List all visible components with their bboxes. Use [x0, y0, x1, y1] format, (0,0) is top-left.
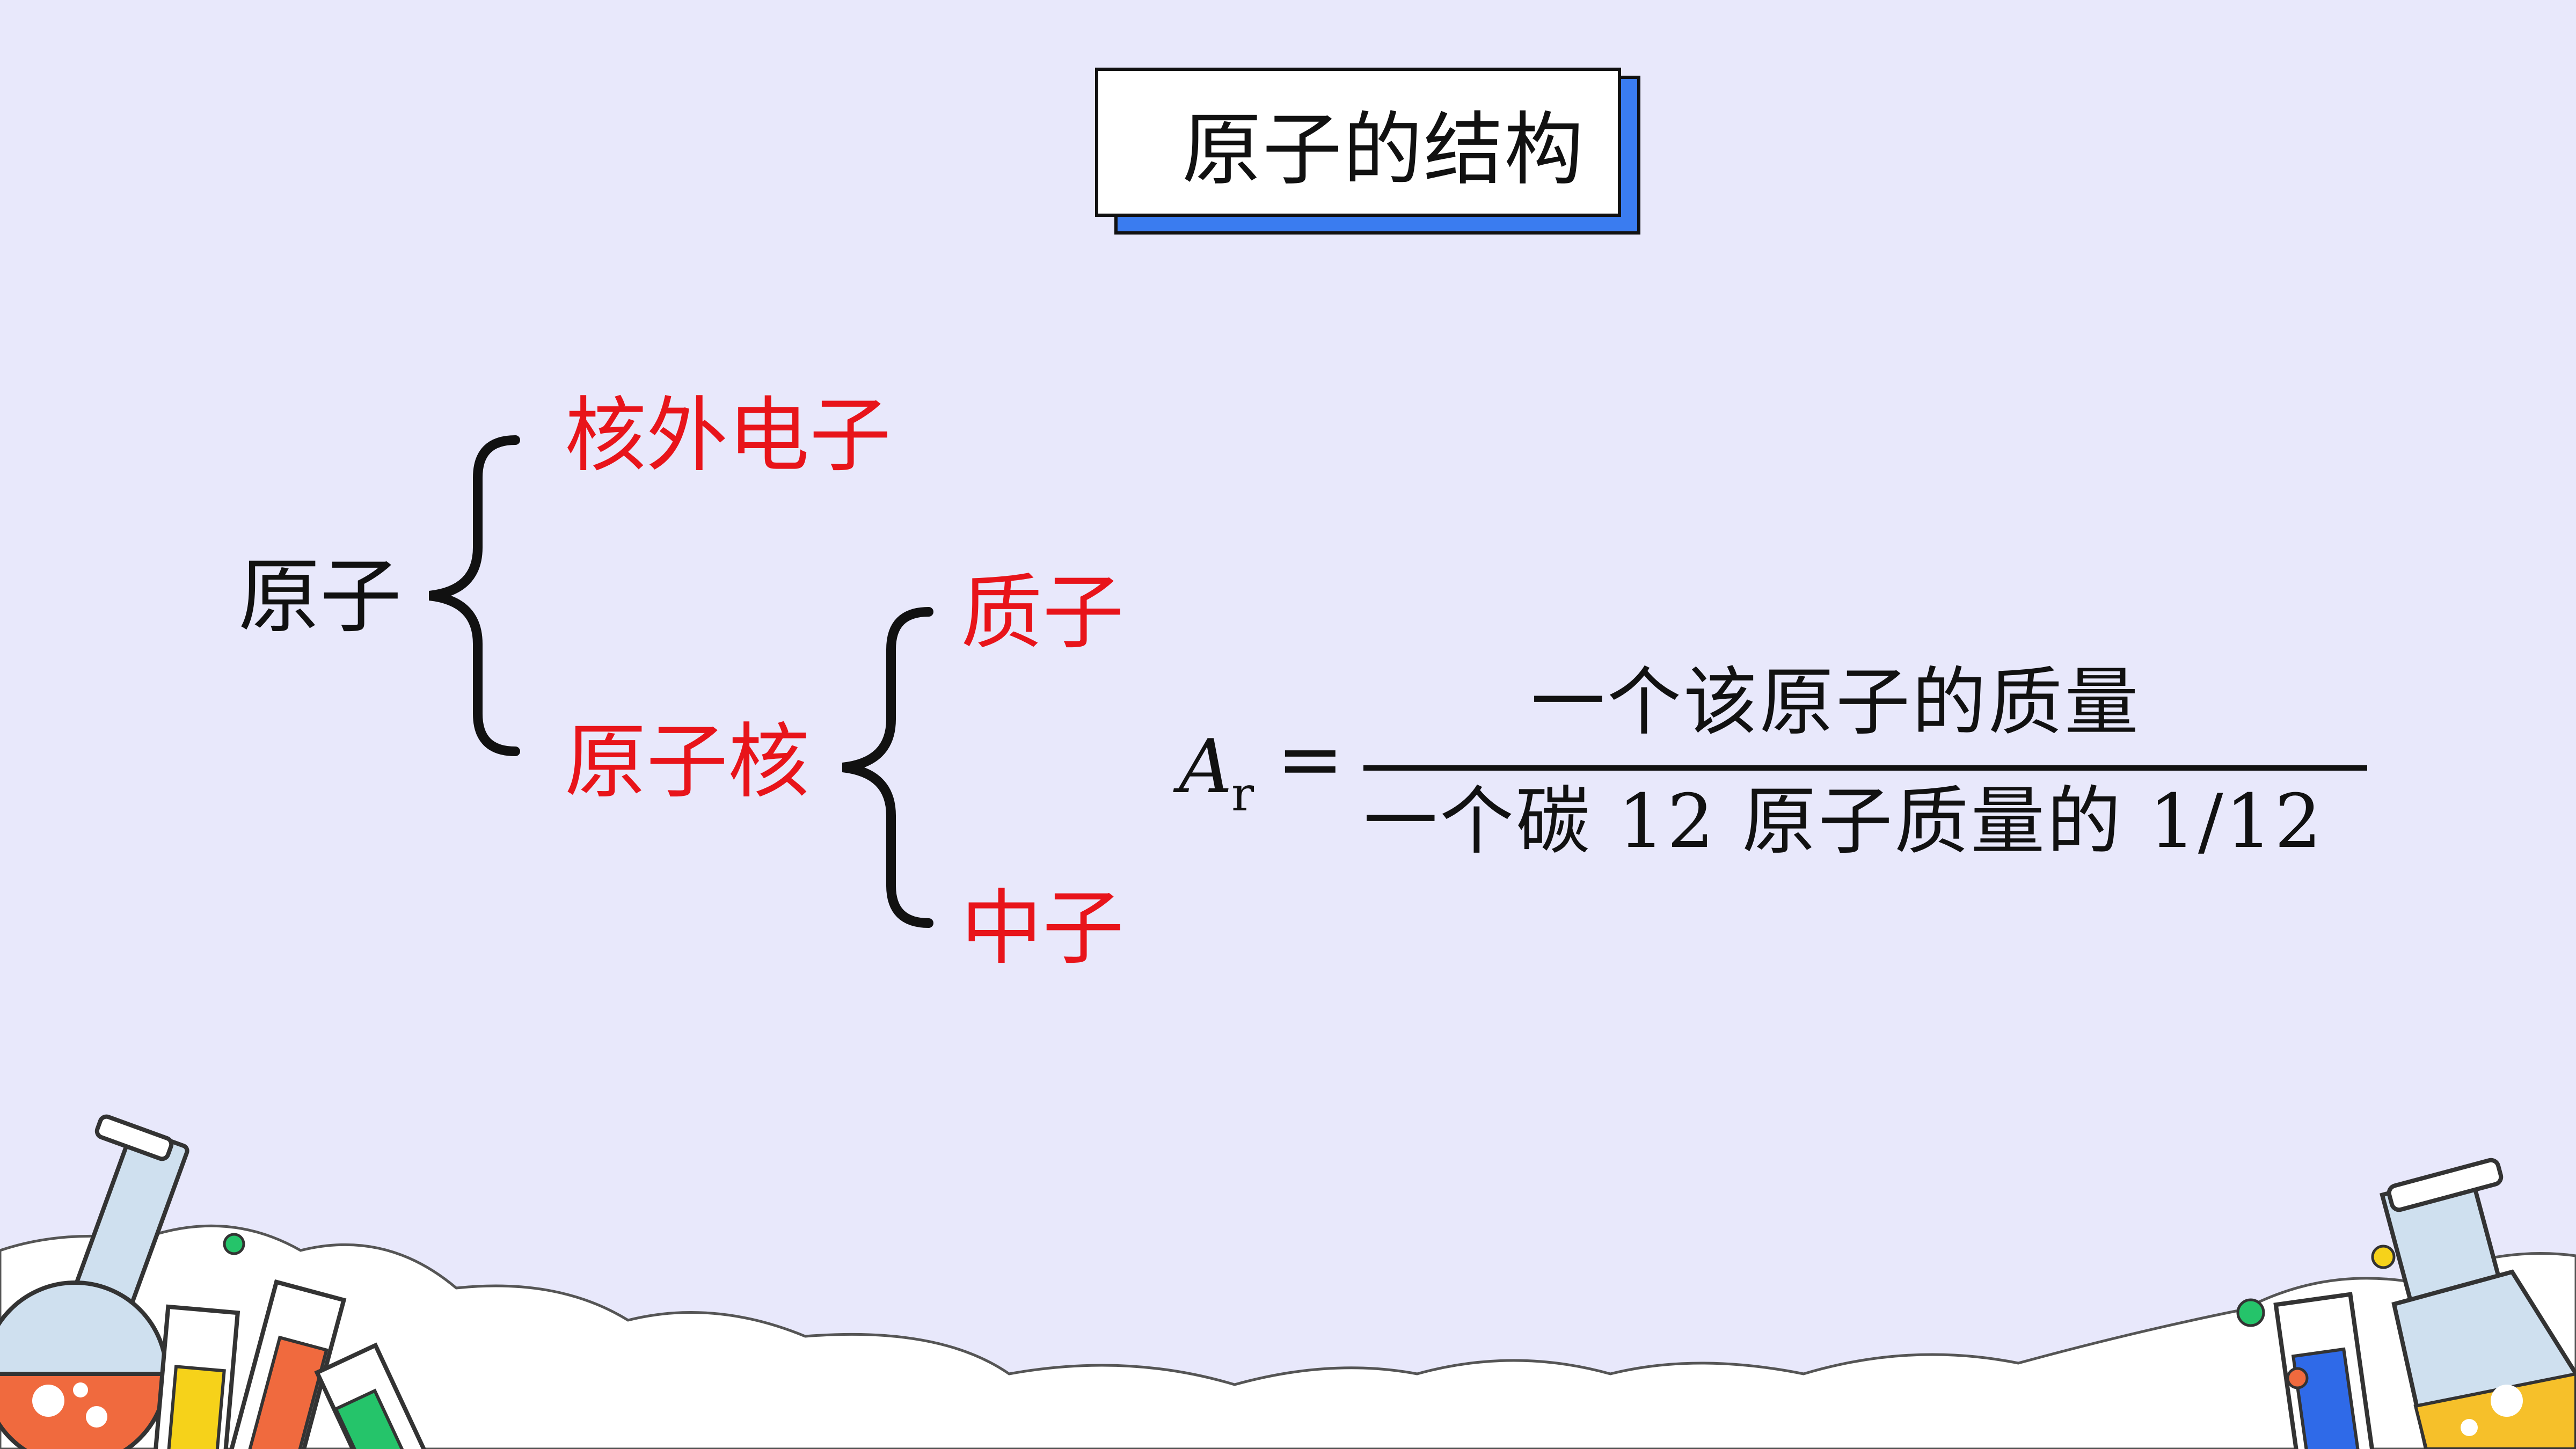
formula-denominator: 一个碳 12 原子质量的 1/12 — [1363, 778, 2324, 865]
formula-numerator: 一个该原子的质量 — [1531, 659, 2141, 745]
beaker-icon — [2380, 1158, 2576, 1449]
nucleus-brace-icon — [842, 607, 933, 928]
atom-brace-icon — [428, 435, 520, 756]
formula-equals: = — [1276, 713, 1344, 806]
formula-symbol: A — [1179, 723, 1232, 810]
bubble-icon — [2236, 1298, 2265, 1327]
formula-subscript: r — [1231, 766, 1254, 822]
neutron-label: 中子 — [961, 881, 1124, 976]
electrons-label: 核外电子 — [565, 388, 891, 483]
cloud-ground — [0, 1224, 2576, 1449]
test-tube-icon — [151, 1279, 437, 1449]
flask-icon — [0, 1114, 189, 1449]
atom-label: 原子 — [238, 549, 402, 644]
fraction-bar — [1363, 765, 2367, 771]
proton-label: 质子 — [961, 565, 1124, 660]
bubble-icon — [2286, 1367, 2309, 1389]
bubble-icon — [2371, 1245, 2396, 1269]
title-box: 原子的结构 — [1095, 68, 1621, 217]
nucleus-label: 原子核 — [565, 714, 809, 809]
test-tube-icon — [2273, 1292, 2375, 1449]
bubble-icon — [223, 1233, 245, 1255]
page-title: 原子的结构 — [1182, 103, 1585, 196]
